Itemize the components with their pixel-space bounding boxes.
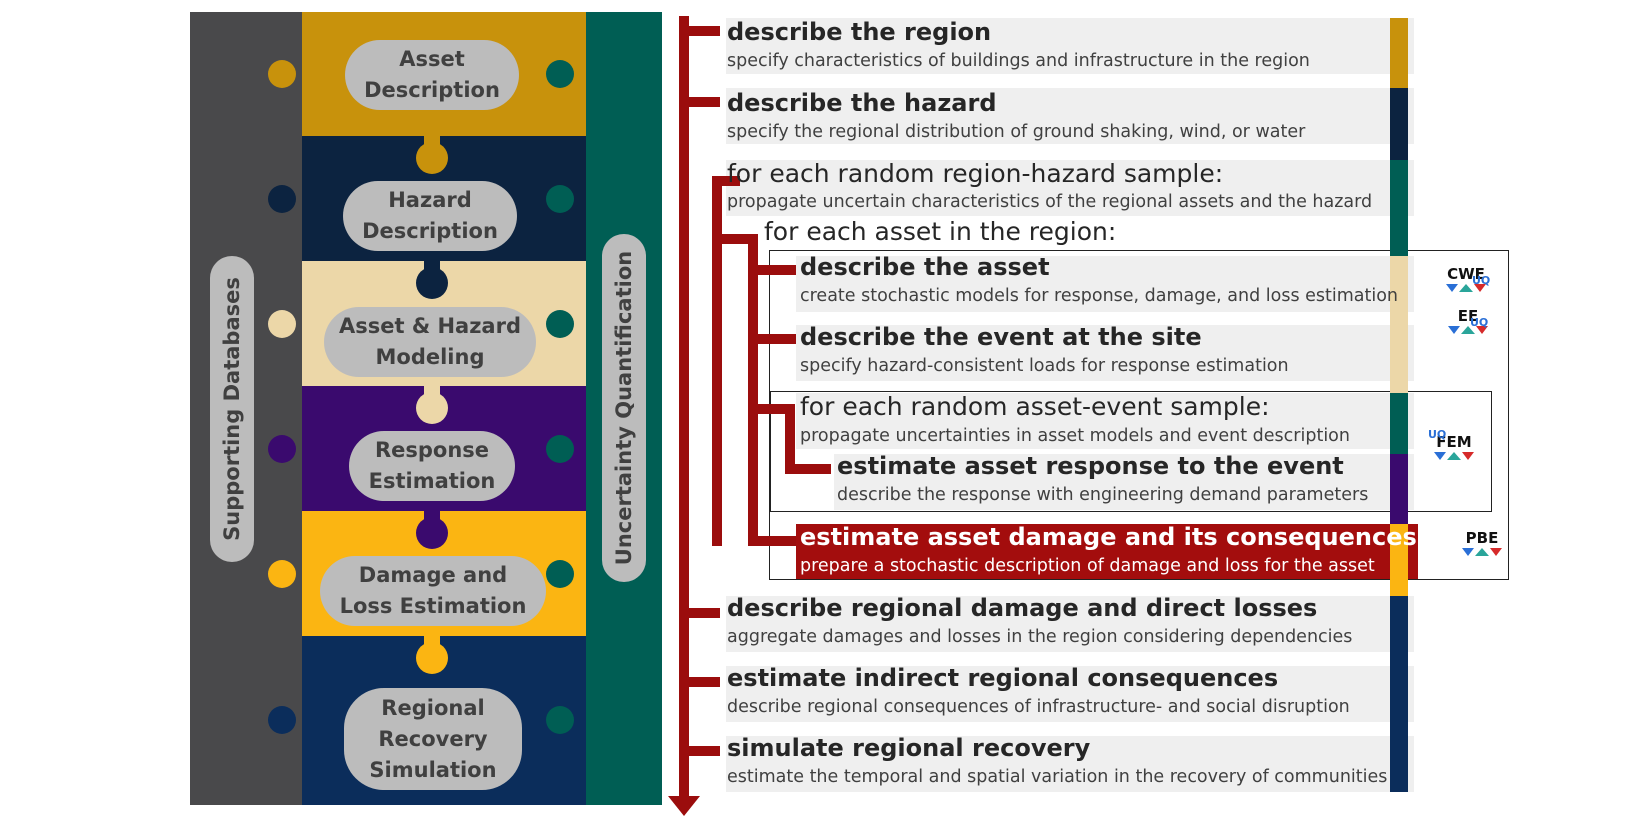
cwe-uq-logo: CWE UQ [1436,266,1496,294]
step-desc-describe-hazard: specify the regional distribution of gro… [727,122,1306,142]
logo-fem-badge: UQ [1428,428,1447,441]
asset-event-loop-box [770,391,1492,512]
step-desc-recovery: estimate the temporal and spatial variat… [727,767,1388,787]
pbe-logo: PBE [1454,530,1510,558]
step-title-describe-region: describe the region [727,18,992,46]
step-title-indirect: estimate indirect regional consequences [727,664,1279,692]
loop-desc-region-hazard: propagate uncertain characteristics of t… [727,192,1373,212]
row-bg-asset-event-sample [796,393,1414,449]
step-title-recovery: simulate regional recovery [727,734,1091,762]
loop-title-asset-event: for each random asset-event sample: [800,392,1270,421]
pill-line2: Modeling [375,345,485,369]
highlight-damage-row [796,524,1418,580]
logo-triangles-icon [1448,326,1488,334]
pill-line1: Asset & Hazard [339,314,521,338]
pill-line2: Estimation [368,469,496,493]
step-desc-indirect: describe regional consequences of infras… [727,697,1350,717]
pill-line1: Regional [381,695,485,720]
puzzle-knobs [268,60,574,734]
color-bar-modeling [1390,256,1408,393]
row-bg-recovery [726,736,1414,792]
row-bg-indirect [726,666,1414,722]
pill-line1: Asset [399,47,465,71]
step-desc-asset-damage: prepare a stochastic description of dama… [800,556,1375,576]
logo-triangles-icon [1434,452,1474,460]
row-bg-response [834,454,1414,510]
loop-desc-asset-event: propagate uncertainties in asset models … [800,426,1350,446]
logo-ee-badge: UQ [1470,316,1489,329]
step-desc-describe-asset: create stochastic models for response, d… [800,286,1399,306]
color-bar-recovery [1390,596,1408,792]
pill-line1: Hazard [388,188,472,212]
row-bg-asset [796,256,1414,312]
color-bar-uq-1 [1390,160,1408,256]
logo-triangles-icon [1446,284,1486,292]
color-bar-asset-description [1390,18,1408,88]
logo-ee-text: EE [1457,307,1479,325]
row-bg-event [796,325,1414,381]
row-bg-hazard [726,88,1414,144]
logo-cwe-badge: UQ [1472,274,1491,287]
pill-line1: Response [374,438,490,462]
databases-label-pill [210,256,254,562]
color-bar-response [1390,454,1408,524]
pill-line2: Recovery [378,726,488,751]
row-bg-sample [726,160,1414,216]
step-title-regional-damage: describe regional damage and direct loss… [727,594,1318,622]
ee-uq-logo: EE UQ [1440,308,1496,336]
loop-title-region-hazard: for each random region-hazard sample: [727,159,1224,188]
pill-line2: Description [364,78,500,102]
pill-line3: Simulation [369,757,497,782]
step-desc-asset-response: describe the response with engineering d… [837,485,1369,505]
color-bar-damage [1390,524,1408,596]
uq-label-pill [602,234,646,582]
logo-cwe-text: CWE [1447,265,1485,283]
step-title-asset-damage: estimate asset damage and its consequenc… [800,523,1417,551]
loop-title-asset: for each asset in the region: [764,217,1117,246]
pill-line2: Loss Estimation [339,594,527,618]
step-title-describe-hazard: describe the hazard [727,89,997,117]
step-title-describe-event: describe the event at the site [800,323,1202,351]
pill-line1: Damage and [358,563,508,587]
step-title-describe-asset: describe the asset [800,253,1050,281]
row-bg-regional-damage [726,596,1414,652]
asset-loop-box [769,250,1509,580]
logo-pbe-text: PBE [1465,529,1499,547]
step-desc-describe-event: specify hazard-consistent loads for resp… [800,356,1289,376]
row-bg-region [726,18,1414,74]
uq-fem-logo: UQ FEM [1424,428,1484,462]
logo-fem-text: FEM [1436,433,1472,451]
step-desc-describe-region: specify characteristics of buildings and… [727,51,1310,71]
logo-triangles-icon [1462,548,1502,556]
color-bar-uq-2 [1390,393,1408,454]
step-title-asset-response: estimate asset response to the event [837,452,1344,480]
color-bar-hazard-description [1390,88,1408,160]
pill-line2: Description [362,219,498,243]
step-desc-regional-damage: aggregate damages and losses in the regi… [727,627,1353,647]
